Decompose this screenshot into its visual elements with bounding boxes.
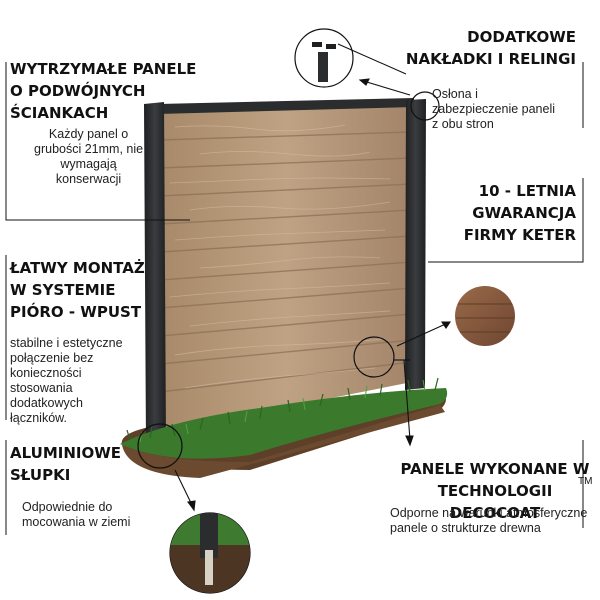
caps-rails-desc: Osłona i zabezpieczenie paneli z obu str…: [432, 87, 556, 131]
caps-rails-heading: DODATKOWE NAKŁADKI I RELINGI: [405, 28, 576, 68]
decocoat-desc: Odporne na warunki atmosferyczne panele …: [390, 506, 588, 535]
right-post: [405, 99, 426, 390]
posts-heading: ALUMINIOWE SŁUPKI: [10, 444, 121, 484]
panels-double-wall-heading: WYTRZYMAŁE PANELE O PODWÓJNYCH ŚCIANKACH: [10, 60, 197, 122]
warranty-heading: 10 - LETNIA GWARANCJA FIRMY KETER: [463, 182, 576, 244]
wood-tile-sample: [455, 286, 515, 346]
left-post: [144, 102, 166, 448]
assembly-desc: stabilne i estetyczne połączenie bez kon…: [10, 336, 123, 425]
connector-lines: [5, 43, 584, 535]
caps-detail-circle: [294, 28, 354, 88]
trademark-mark: TM: [578, 476, 593, 487]
callout-circles: [137, 91, 440, 469]
panels-double-wall-desc: Każdy panel o grubości 21mm, nie wymagaj…: [34, 127, 144, 186]
decocoat-heading: PANELE WYKONANE W TECHNOLOGII DECOCOAT: [400, 460, 590, 522]
assembly-heading: ŁATWY MONTAŻ W SYSTEMIE PIÓRO - WPUST: [10, 259, 145, 321]
wood-panel: [158, 98, 414, 432]
arrows: [174, 78, 452, 512]
ground-anchor-circle: [169, 512, 251, 594]
posts-desc: Odpowiednie do mocowania w ziemi: [22, 500, 131, 529]
grass: [120, 377, 448, 459]
